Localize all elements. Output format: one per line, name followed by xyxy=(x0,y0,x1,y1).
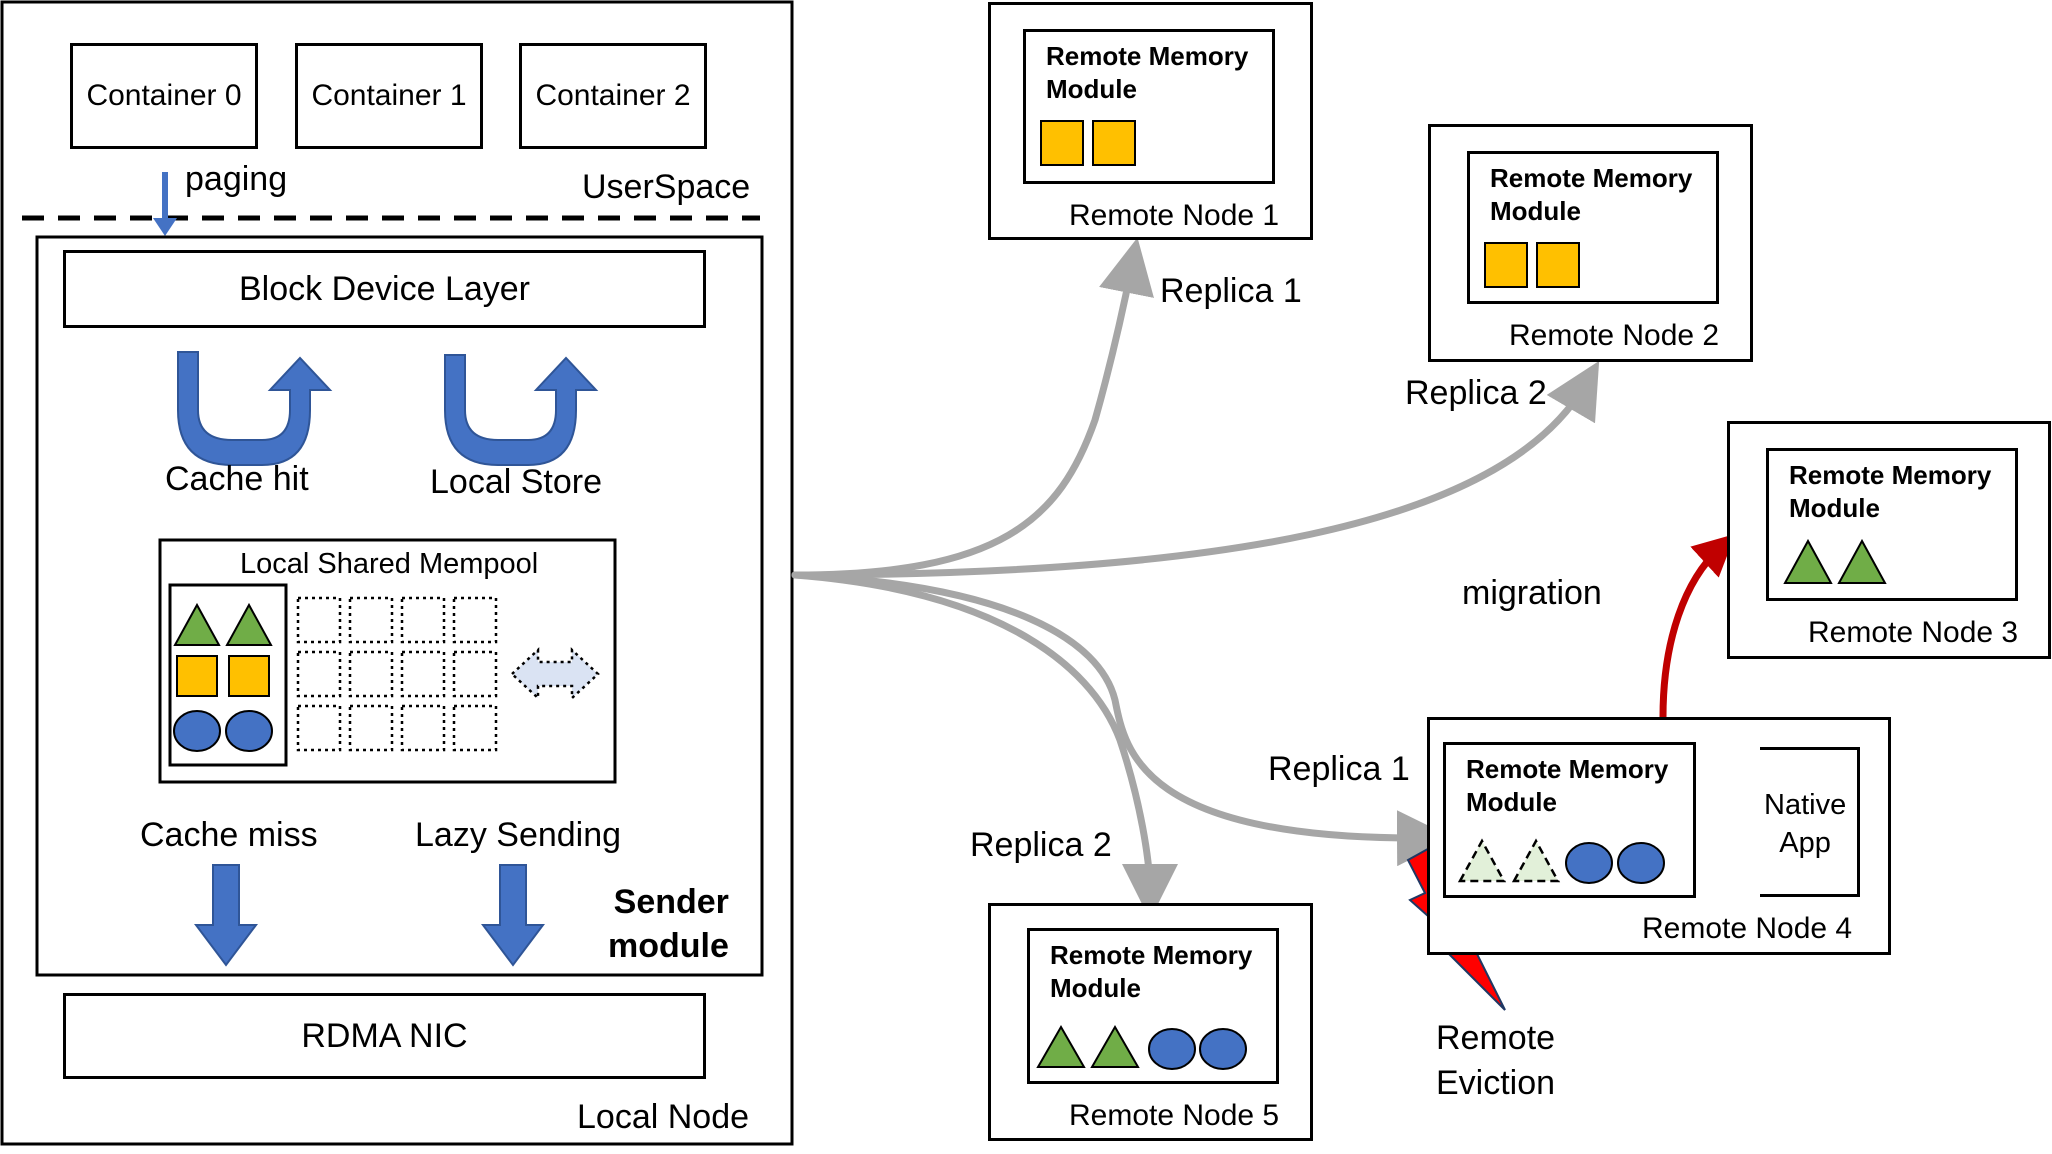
mempool-triangle xyxy=(173,602,221,646)
page-square xyxy=(1092,120,1136,166)
remote-memory-module: Remote Memory Module xyxy=(1023,29,1275,184)
replica2-top-label: Replica 2 xyxy=(1405,374,1547,412)
mempool-frame xyxy=(158,538,617,784)
rdma-nic-label: RDMA NIC xyxy=(301,1017,468,1055)
remote-node-label: Remote Node 2 xyxy=(1509,319,1720,352)
triangle-pages xyxy=(1783,538,1887,584)
local-node-label: Local Node xyxy=(577,1098,750,1136)
remote-node-label: Remote Node 1 xyxy=(1069,199,1280,232)
module-title: Remote Memory Module xyxy=(1789,460,1992,523)
remote-eviction-label: Remote Eviction xyxy=(1436,1019,1556,1102)
block-device-layer-label: Block Device Layer xyxy=(238,270,530,308)
lazy-sending-label: Lazy Sending xyxy=(415,816,622,854)
page-square xyxy=(1484,242,1528,288)
remote-node-4: Remote Memory Module Native App Remote N… xyxy=(1427,717,1891,955)
mempool-square xyxy=(228,655,270,697)
cache-hit-arrow xyxy=(177,351,333,466)
mempool-double-arrow xyxy=(510,647,600,701)
replica1-arrow-node4 xyxy=(791,571,1453,867)
page-square xyxy=(1040,120,1084,166)
replica1-arrow-node1 xyxy=(791,237,1154,579)
container-label: Container 1 xyxy=(311,79,467,112)
cache-miss-arrow xyxy=(194,864,258,967)
userspace-label: UserSpace xyxy=(582,168,751,206)
remote-node-label: Remote Node 4 xyxy=(1642,912,1853,945)
mempool-circle xyxy=(173,710,221,752)
module-title: Remote Memory Module xyxy=(1490,163,1693,226)
replica2-arrow-node5 xyxy=(791,571,1178,920)
paging-label: paging xyxy=(185,160,288,198)
remote-node-label: Remote Node 5 xyxy=(1069,1099,1280,1132)
native-app-box: Native App xyxy=(1760,747,1860,897)
module-title: Remote Memory Module xyxy=(1466,754,1669,817)
module-pages xyxy=(1457,838,1665,884)
paging-arrow-head xyxy=(153,218,177,236)
mempool-empty-slots xyxy=(296,596,498,752)
rdma-nic: RDMA NIC xyxy=(63,993,706,1079)
sender-module-frame xyxy=(35,235,764,977)
module-pages xyxy=(1036,1024,1247,1070)
remote-node-1: Remote Memory Module Remote Node 1 xyxy=(988,2,1313,240)
migration-arrow xyxy=(1659,533,1736,718)
local-store-arrow xyxy=(444,354,599,466)
remote-node-3: Remote Memory Module Remote Node 3 xyxy=(1727,421,2051,659)
block-device-layer: Block Device Layer xyxy=(63,250,706,328)
sender-module-label: Sender module xyxy=(608,883,729,965)
replica1-top-label: Replica 1 xyxy=(1160,272,1302,310)
migration-label: migration xyxy=(1462,574,1602,612)
mempool-circle xyxy=(225,710,273,752)
remote-node-5: Remote Memory Module Remote Node 5 xyxy=(988,903,1313,1141)
container-label: Container 2 xyxy=(535,79,691,112)
page-square xyxy=(1536,242,1580,288)
mempool-square xyxy=(176,655,218,697)
mempool-filled-block xyxy=(168,583,288,767)
local-node-frame xyxy=(0,0,794,1146)
replica2-bottom-label: Replica 2 xyxy=(970,826,1112,864)
native-app-label: Native App xyxy=(1764,789,1847,859)
lazy-sending-arrow xyxy=(481,864,545,967)
remote-node-2: Remote Memory Module Remote Node 2 xyxy=(1428,124,1753,362)
container-label: Container 0 xyxy=(86,79,242,112)
container-1: Container 1 xyxy=(295,43,483,149)
mempool-triangle xyxy=(225,602,273,646)
container-2: Container 2 xyxy=(519,43,707,149)
local-store-label: Local Store xyxy=(430,463,602,501)
replica1-bottom-label: Replica 1 xyxy=(1268,750,1410,788)
remote-node-label: Remote Node 3 xyxy=(1808,616,2019,649)
remote-memory-module: Remote Memory Module xyxy=(1467,151,1719,304)
mempool-title: Local Shared Mempool xyxy=(240,548,539,580)
container-0: Container 0 xyxy=(70,43,258,149)
remote-memory-module: Remote Memory Module xyxy=(1766,448,2018,601)
remote-memory-module: Remote Memory Module xyxy=(1443,742,1696,898)
replica2-arrow-node2 xyxy=(791,360,1600,579)
module-title: Remote Memory Module xyxy=(1046,41,1249,104)
remote-memory-module: Remote Memory Module xyxy=(1027,928,1279,1084)
cache-miss-label: Cache miss xyxy=(140,816,318,854)
cache-hit-label: Cache hit xyxy=(165,460,309,498)
module-title: Remote Memory Module xyxy=(1050,940,1253,1003)
